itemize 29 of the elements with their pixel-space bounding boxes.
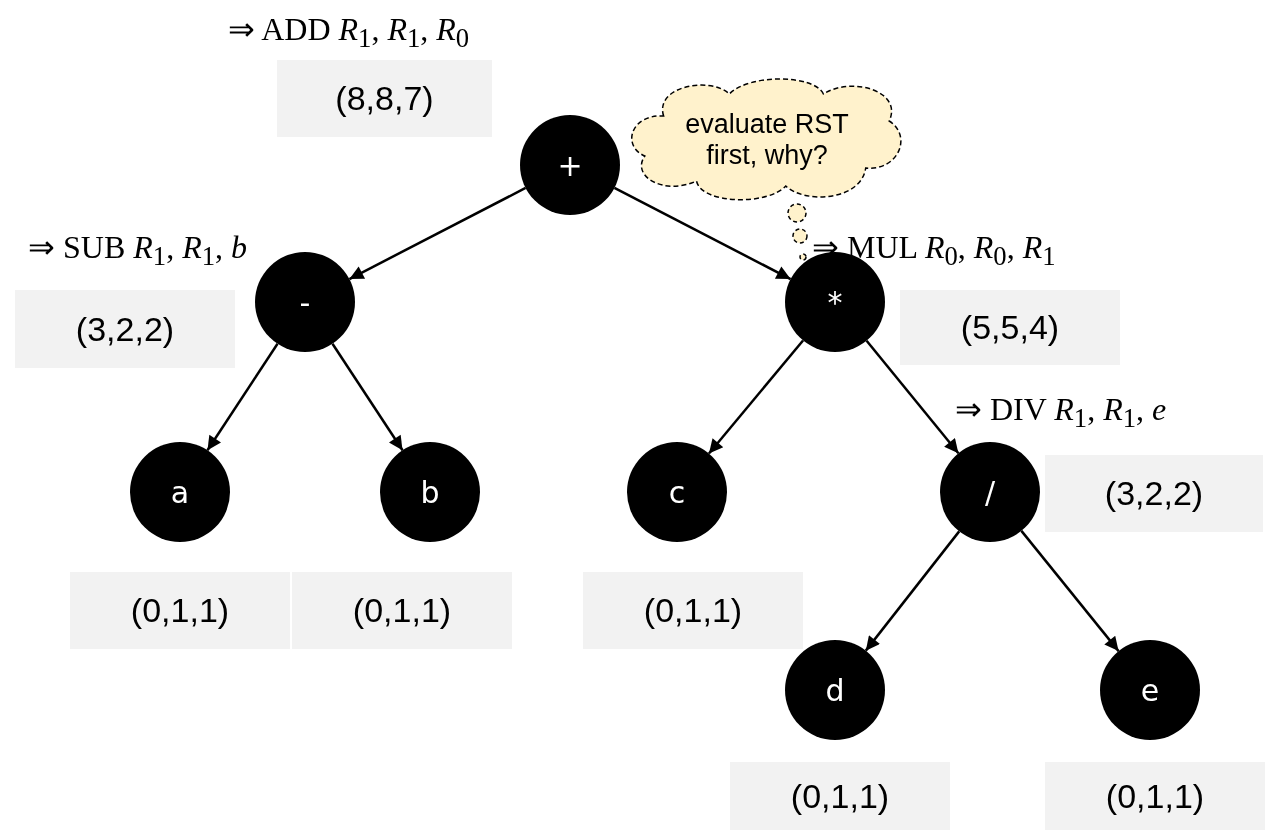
thought-text: evaluate RST first, why? [684, 108, 850, 172]
arrow [348, 186, 527, 281]
tree-node-circle: - [255, 252, 355, 352]
value-box: (0,1,1) [583, 572, 803, 649]
value-box: (0,1,1) [1045, 762, 1265, 830]
arrow [1020, 530, 1120, 652]
arrow [331, 343, 404, 451]
value-box: (0,1,1) [730, 762, 950, 830]
instruction-text: ⇒ DIV R$_{1}$, R$_{1}$, e [955, 390, 1167, 435]
value-box: (8,8,7) [277, 60, 492, 137]
value-box: (5,5,4) [900, 290, 1120, 365]
tree-node-circle: e [1100, 640, 1200, 740]
tree-node-circle: c [627, 442, 727, 542]
tree-node-circle: b [380, 442, 480, 542]
tree-node-circle: a [130, 442, 230, 542]
value-box: (3,2,2) [15, 290, 235, 368]
arrow [865, 339, 960, 455]
value-box: (0,1,1) [70, 572, 290, 649]
arrow [206, 343, 279, 451]
instruction-text: ⇒ ADD R$_{1}$, R$_{1}$, R$_{0}$ [228, 10, 470, 55]
tree-node-circle: d [785, 640, 885, 740]
arrow [613, 186, 792, 281]
value-box: (0,1,1) [292, 572, 512, 649]
arrow [864, 530, 961, 652]
tree-node-circle: + [520, 115, 620, 215]
arrow [708, 339, 804, 455]
tree-node-circle: / [940, 442, 1040, 542]
instruction-text: ⇒ SUB R$_{1}$, R$_{1}$, b [28, 228, 247, 273]
value-box: (3,2,2) [1045, 455, 1263, 532]
